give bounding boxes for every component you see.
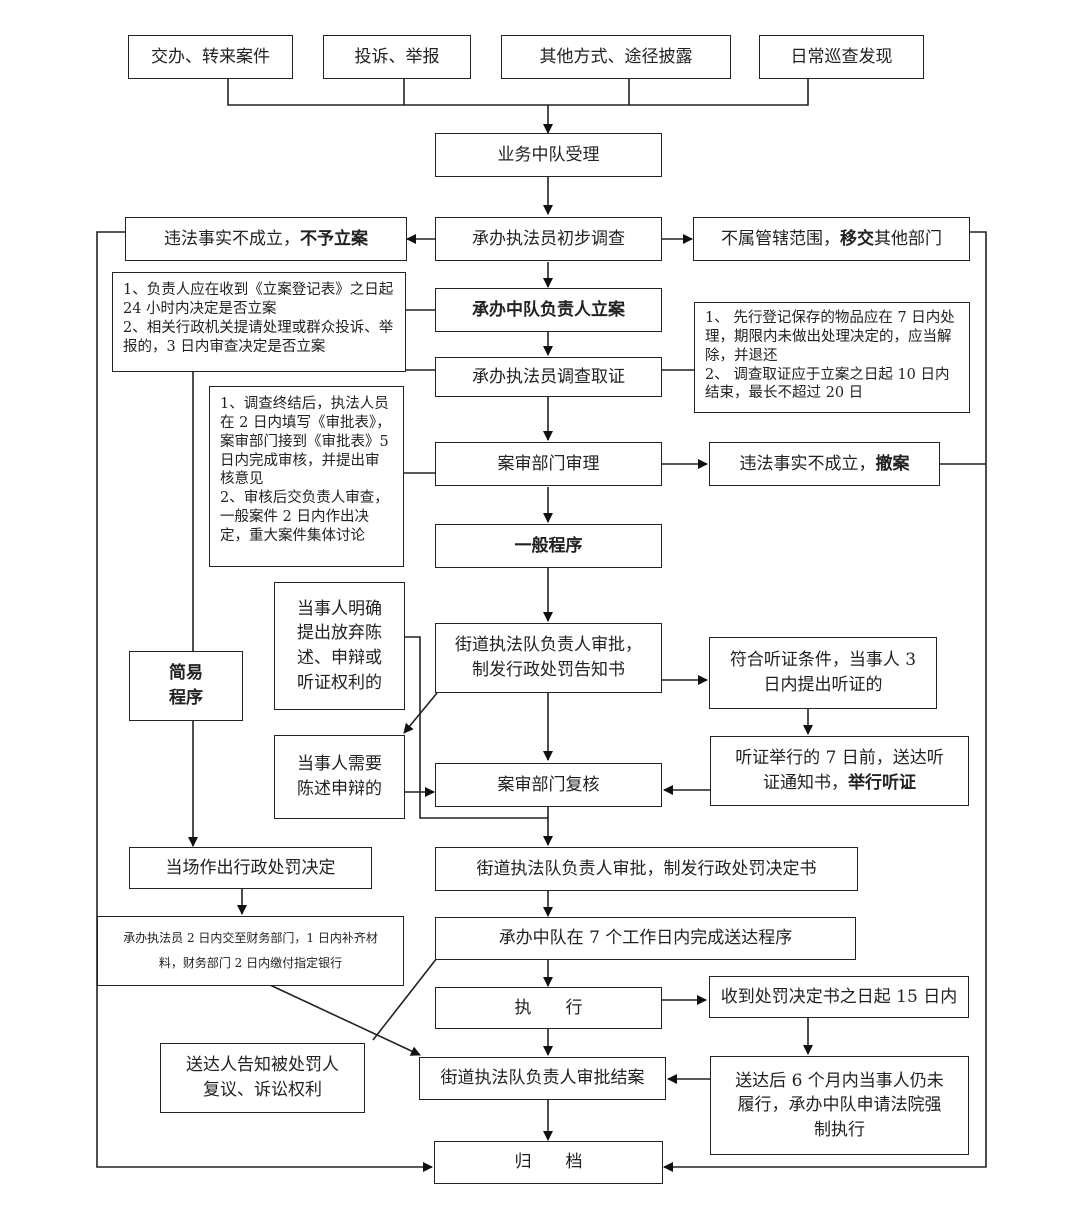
node-court-enforcement: 送达后 6 个月内当事人仍未 履行，承办中队申请法院强 制执行 (710, 1056, 969, 1155)
node-label: 归 档 (514, 1152, 583, 1173)
note-investigate: 1、 先行登记保存的物品应在 7 日内处理，期限内未做出处理决定的，应当解除，并… (694, 302, 970, 413)
node-penalty-decision: 街道执法队负责人审批，制发行政处罚决定书 (435, 847, 858, 891)
node-general-procedure: 一般程序 (435, 524, 662, 568)
node-hearing: 听证举行的 7 日前，送达听 证通知书，举行听证 (710, 736, 969, 806)
node-label-text: 违法事实不成立， (739, 453, 876, 474)
node-within-15-days: 收到处罚决定书之日起 15 日内 (709, 976, 969, 1018)
node-label: 送达人告知被处罚人 复议、诉讼权利 (186, 1055, 339, 1100)
node-label: 承办执法员调查取证 (472, 366, 625, 387)
node-transfer: 不属管辖范围，移交其他部门 (693, 217, 970, 261)
source-label: 其他方式、途径披露 (539, 46, 693, 67)
node-prelim-investigation: 承办执法员初步调查 (435, 217, 662, 261)
node-register-case: 承办中队负责人立案 (435, 288, 662, 332)
connector-transfer-archive (663, 231, 987, 1172)
node-label: 收到处罚决定书之日起 15 日内 (720, 986, 958, 1007)
node-close-case: 街道执法队负责人审批结案 (419, 1057, 666, 1100)
node-label: 送达后 6 个月内当事人仍未 履行，承办中队申请法院强 制执行 (735, 1070, 944, 1140)
node-label: 一般程序 (514, 535, 583, 556)
node-label: 执 行 (514, 997, 583, 1018)
node-inform-rights: 送达人告知被处罚人 复议、诉讼权利 (160, 1043, 365, 1113)
node-need-defense: 当事人需要 陈述申辩的 (274, 735, 405, 819)
node-label: 当事人明确 提出放弃陈 述、申辩或 听证权利的 (297, 598, 382, 693)
node-penalty-notice: 街道执法队负责人审批， 制发行政处罚告知书 (435, 623, 662, 693)
note-payment: 承办执法员 2 日内交至财务部门，1 日内补齐材 料，财务部门 2 日内缴付指定… (97, 916, 404, 986)
connector-waive-to-decision (405, 636, 548, 819)
node-waive-rights: 当事人明确 提出放弃陈 述、申辩或 听证权利的 (274, 582, 405, 710)
source-label: 投诉、举报 (354, 46, 440, 67)
node-withdraw: 违法事实不成立，撤案 (709, 442, 940, 486)
node-label: 业务中队受理 (497, 144, 600, 165)
node-execute: 执 行 (435, 987, 662, 1029)
node-label-bold: 举行听证 (848, 773, 916, 793)
note-text: 1、 先行登记保存的物品应在 7 日内处理，期限内未做出处理决定的，应当解除，并… (705, 310, 955, 402)
node-label: 案审部门审理 (497, 453, 600, 474)
node-label: 承办中队在 7 个工作日内完成送达程序 (498, 928, 793, 949)
node-label: 违法事实不成立，不予立案 (164, 227, 368, 252)
node-onsite-decision: 当场作出行政处罚决定 (129, 847, 372, 889)
node-label: 符合听证条件，当事人 3 日内提出听证的 (729, 650, 917, 695)
note-text: 1、负责人应在收到《立案登记表》之日起 24 小时内决定是否立案 2、相关行政机… (123, 282, 394, 355)
node-simple-procedure: 简易 程序 (129, 651, 243, 721)
source-daily-patrol: 日常巡查发现 (759, 35, 924, 79)
node-accept: 业务中队受理 (435, 133, 662, 177)
connector-deliver-to-inform (372, 957, 438, 1041)
node-investigate: 承办执法员调查取证 (435, 357, 662, 397)
node-label: 街道执法队负责人审批， 制发行政处罚告知书 (455, 635, 642, 680)
node-label-text: 违法事实不成立， (164, 228, 300, 249)
node-recheck: 案审部门复核 (435, 763, 662, 807)
source-assigned-cases: 交办、转来案件 (128, 35, 293, 79)
node-delivery: 承办中队在 7 个工作日内完成送达程序 (435, 917, 856, 960)
node-label: 承办中队负责人立案 (472, 299, 625, 320)
node-label: 听证举行的 7 日前，送达听 证通知书，举行听证 (735, 746, 944, 795)
note-register: 1、负责人应在收到《立案登记表》之日起 24 小时内决定是否立案 2、相关行政机… (112, 272, 406, 372)
source-label: 交办、转来案件 (151, 46, 270, 67)
node-label: 当事人需要 陈述申辩的 (297, 754, 382, 799)
note-text: 承办执法员 2 日内交至财务部门，1 日内补齐材 料，财务部门 2 日内缴付指定… (123, 930, 378, 970)
node-label: 不属管辖范围，移交其他部门 (721, 227, 942, 252)
note-review: 1、调查终结后，执法人员在 2 日内填写《审批表》，案审部门接到《审批表》5 日… (209, 386, 404, 567)
node-hearing-condition: 符合听证条件，当事人 3 日内提出听证的 (709, 637, 937, 709)
node-label-bold: 撤案 (875, 453, 910, 474)
note-text: 1、调查终结后，执法人员在 2 日内填写《审批表》，案审部门接到《审批表》5 日… (220, 396, 391, 544)
node-label-text: 其他部门 (874, 228, 942, 249)
node-label: 当场作出行政处罚决定 (165, 857, 336, 878)
source-other-channels: 其他方式、途径披露 (501, 35, 731, 79)
node-label: 案审部门复核 (497, 774, 600, 795)
source-label: 日常巡查发现 (790, 46, 893, 67)
node-label-bold: 不予立案 (300, 228, 368, 249)
node-label-text: 听证举行的 7 日前，送达听 证通知书， (735, 748, 944, 793)
node-label: 承办执法员初步调查 (472, 228, 625, 249)
node-no-case: 违法事实不成立，不予立案 (125, 217, 407, 261)
node-archive: 归 档 (434, 1141, 663, 1184)
node-label-bold: 移交 (840, 228, 874, 249)
node-label: 简易 程序 (169, 663, 203, 708)
node-label-text: 不属管辖范围， (721, 228, 840, 249)
arrow-payment-to-close (269, 984, 421, 1056)
node-label: 街道执法队负责人审批，制发行政处罚决定书 (476, 858, 817, 879)
node-label: 街道执法队负责人审批结案 (440, 1068, 645, 1089)
connector (227, 78, 809, 106)
source-complaints: 投诉、举报 (323, 35, 471, 79)
connector-no-case-archive (96, 231, 433, 1172)
node-case-review: 案审部门审理 (435, 442, 662, 486)
node-label: 违法事实不成立，撤案 (740, 452, 910, 477)
